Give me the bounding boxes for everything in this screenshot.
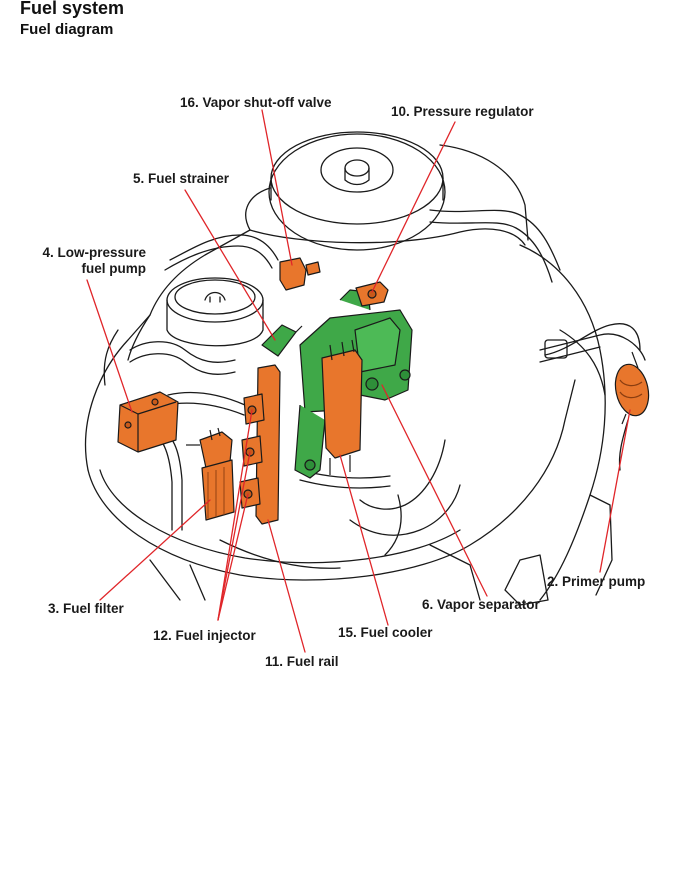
fuel-filter-shape	[186, 427, 235, 521]
page-subtitle: Fuel diagram	[20, 21, 114, 38]
low-pressure-pump-shape	[117, 391, 179, 453]
primer-pump-shape	[614, 351, 650, 425]
callout-fuel-rail: 11. Fuel rail	[265, 654, 339, 669]
callout-vapor-separator: 6. Vapor separator	[422, 597, 540, 612]
page-title: Fuel system	[20, 0, 125, 18]
pressure-regulator-shape	[355, 281, 389, 307]
fuel-cooler-shape	[321, 339, 363, 475]
vapor-shutoff-valve-shape	[279, 257, 321, 291]
leader-lines	[86, 109, 631, 653]
callout-fuel-cooler: 15. Fuel cooler	[338, 625, 433, 640]
callout-vapor-shutoff-valve: 16. Vapor shut-off valve	[180, 95, 332, 110]
callout-fuel-injector: 12. Fuel injector	[153, 628, 256, 643]
callout-fuel-strainer: 5. Fuel strainer	[133, 171, 230, 186]
callout-fuel-filter: 3. Fuel filter	[48, 601, 124, 616]
fuel-rail-shape	[239, 364, 281, 525]
engine-outline	[84, 131, 646, 606]
callout-low-pressure-fuel-pump: 4. Low-pressure fuel pump	[42, 245, 146, 276]
fuel-strainer-shape	[261, 324, 303, 357]
callout-pressure-regulator: 10. Pressure regulator	[391, 104, 534, 119]
callout-primer-pump: 2. Primer pump	[547, 574, 646, 589]
